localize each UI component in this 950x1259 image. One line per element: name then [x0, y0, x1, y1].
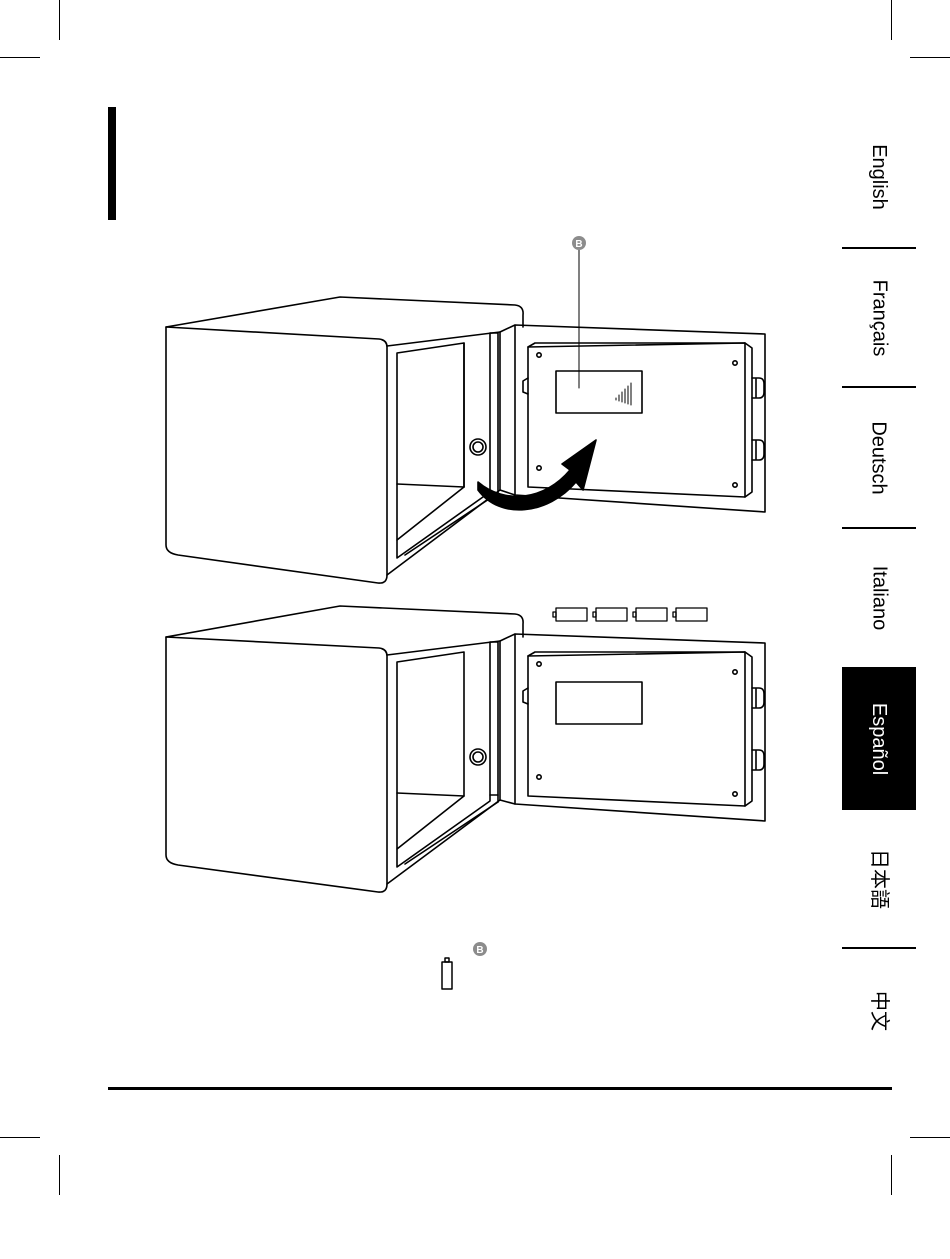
tab-label: Deutsch: [869, 421, 889, 494]
safe-top: [166, 250, 765, 583]
tab-label: Français: [869, 279, 889, 356]
footer-rule: [108, 1087, 892, 1090]
tab-label: English: [869, 144, 889, 210]
tab-label: 日本語: [869, 849, 889, 909]
safe-bottom: [166, 606, 765, 892]
tab-label: 中文: [869, 991, 889, 1031]
svg-text:B: B: [476, 945, 483, 956]
tab-label: Italiano: [869, 566, 889, 631]
callout-b-icon: B: [473, 942, 487, 956]
callout-b-icon: B: [572, 236, 586, 250]
tab-italiano[interactable]: Italiano: [842, 529, 916, 667]
tab-label: Español: [869, 702, 889, 774]
battery-icon: [442, 958, 452, 989]
tab-francais[interactable]: Français: [842, 249, 916, 386]
tab-deutsch[interactable]: Deutsch: [842, 388, 916, 527]
tab-espanol[interactable]: Español: [842, 667, 916, 810]
tab-chinese[interactable]: 中文: [842, 949, 916, 1072]
svg-text:B: B: [575, 239, 582, 250]
battery-icon: [553, 608, 707, 621]
tab-japanese[interactable]: 日本語: [842, 810, 916, 947]
language-tab-strip: English Français Deutsch Italiano Españo…: [842, 107, 916, 1072]
tab-english[interactable]: English: [842, 107, 916, 247]
